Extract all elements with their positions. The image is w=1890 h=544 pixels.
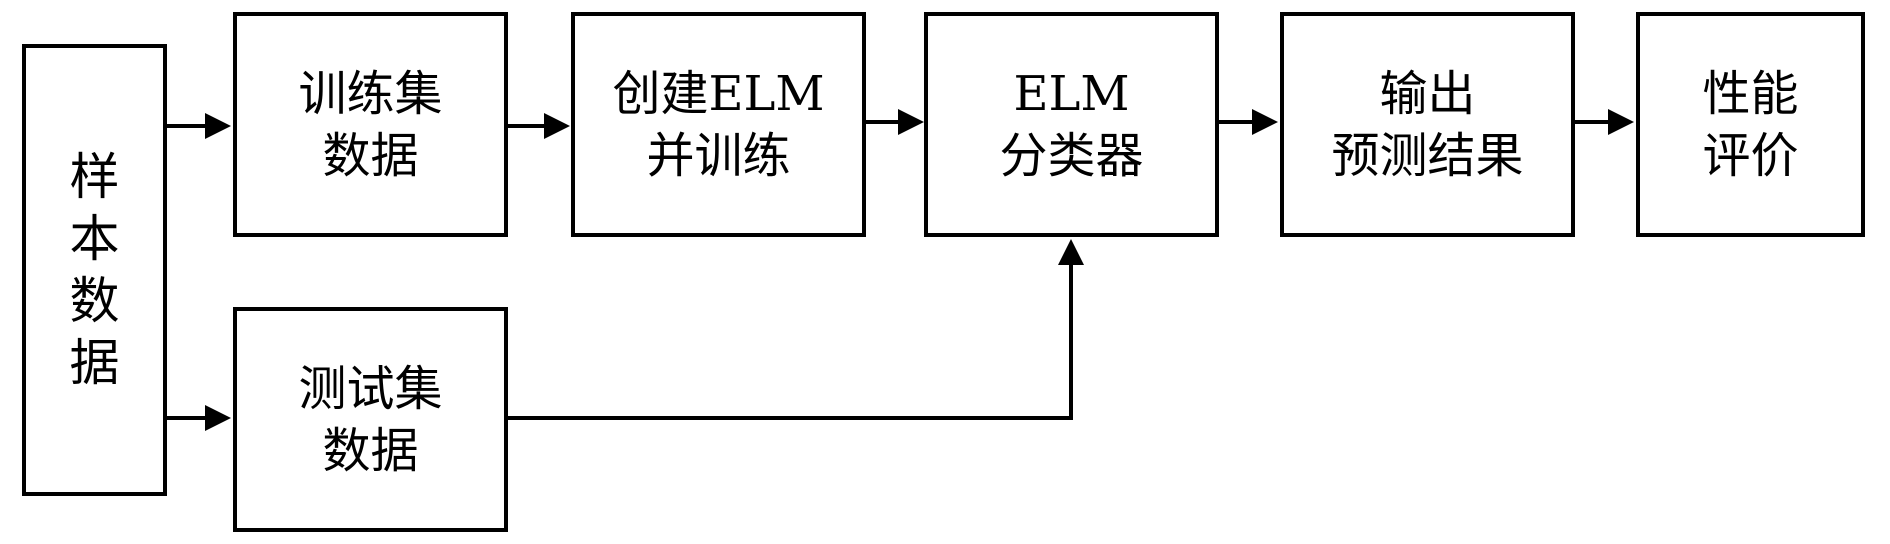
arrowhead-train-to-create bbox=[544, 113, 570, 139]
node-elm-classifier: ELM 分类器 bbox=[924, 12, 1219, 237]
node-test-set-line-1: 测试集 bbox=[298, 360, 443, 417]
node-performance-eval-line-2: 评价 bbox=[1702, 127, 1799, 184]
node-sample-data: 样本数据 bbox=[22, 44, 167, 496]
node-test-set-line-2: 数据 bbox=[322, 422, 419, 479]
arrowhead-test-to-classifier bbox=[1058, 239, 1084, 265]
arrowhead-sample-to-train bbox=[205, 113, 231, 139]
node-output-prediction-line-2: 预测结果 bbox=[1331, 127, 1524, 184]
node-create-elm-line-2: 并训练 bbox=[646, 127, 791, 184]
node-training-set: 训练集 数据 bbox=[233, 12, 508, 237]
node-create-elm: 创建ELM 并训练 bbox=[571, 12, 866, 237]
node-elm-classifier-line-1: ELM bbox=[1013, 65, 1130, 122]
node-training-set-line-2: 数据 bbox=[322, 127, 419, 184]
node-output-prediction: 输出 预测结果 bbox=[1280, 12, 1575, 237]
arrowhead-sample-to-test bbox=[205, 405, 231, 431]
edge-test-to-classifier bbox=[508, 265, 1073, 420]
node-performance-eval-line-1: 性能 bbox=[1702, 65, 1799, 122]
arrowhead-classifier-to-output bbox=[1252, 109, 1278, 135]
node-sample-data-label: 样本数据 bbox=[69, 148, 120, 392]
node-create-elm-line-1: 创建ELM bbox=[612, 65, 825, 122]
arrowhead-create-to-classifier bbox=[898, 109, 924, 135]
node-test-set: 测试集 数据 bbox=[233, 307, 508, 532]
node-performance-eval: 性能 评价 bbox=[1636, 12, 1865, 237]
node-elm-classifier-line-2: 分类器 bbox=[999, 127, 1144, 184]
arrowhead-output-to-eval bbox=[1608, 109, 1634, 135]
node-output-prediction-line-1: 输出 bbox=[1379, 65, 1476, 122]
node-training-set-line-1: 训练集 bbox=[298, 65, 443, 122]
